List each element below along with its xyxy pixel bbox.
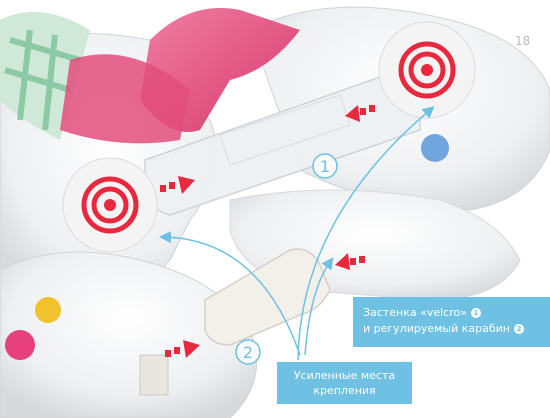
- ring-imprint-text: 18: [515, 34, 530, 48]
- ribbon-pink-loop: [60, 54, 190, 144]
- red-arrow-left: [160, 176, 195, 194]
- ribbon-green-stripes: [4, 29, 81, 131]
- pompom-blue: [421, 134, 449, 162]
- pointer-line-velcro: [297, 106, 435, 361]
- badge-two: 2: [514, 324, 524, 334]
- marker-two-circle: [235, 339, 261, 365]
- pointer-line-left: [159, 231, 301, 356]
- pompom-pink: [5, 330, 35, 360]
- pompom-yellow: [35, 297, 61, 323]
- callout-reinforced-line1: Усиленные места: [293, 369, 396, 382]
- velcro-strap-seam: [219, 94, 351, 166]
- marker-two-number: 2: [243, 343, 253, 362]
- callout-velcro: Застенка «velcro»1 и регулируемый караби…: [353, 297, 550, 347]
- carabiner-buckle: [204, 248, 331, 346]
- red-arrow-right: [335, 253, 365, 270]
- callout-velcro-line1: Застенка «velcro»: [363, 306, 467, 319]
- marker-one-circle: [312, 153, 338, 179]
- pointer-line-right: [304, 257, 334, 356]
- red-arrow-bottom: [165, 340, 200, 358]
- callout-velcro-line2: и регулируемый карабин: [363, 322, 510, 335]
- red-arrow-top: [345, 105, 375, 122]
- marker-one-number: 1: [320, 157, 330, 176]
- strap-end: [139, 354, 169, 396]
- target-top-right: [378, 21, 476, 119]
- callout-reinforced: Усиленные места крепления: [277, 362, 412, 404]
- callout-reinforced-line2: крепления: [313, 384, 376, 397]
- target-left: [62, 157, 158, 253]
- badge-one: 1: [470, 308, 481, 318]
- ring-lower-chamber: [0, 251, 258, 418]
